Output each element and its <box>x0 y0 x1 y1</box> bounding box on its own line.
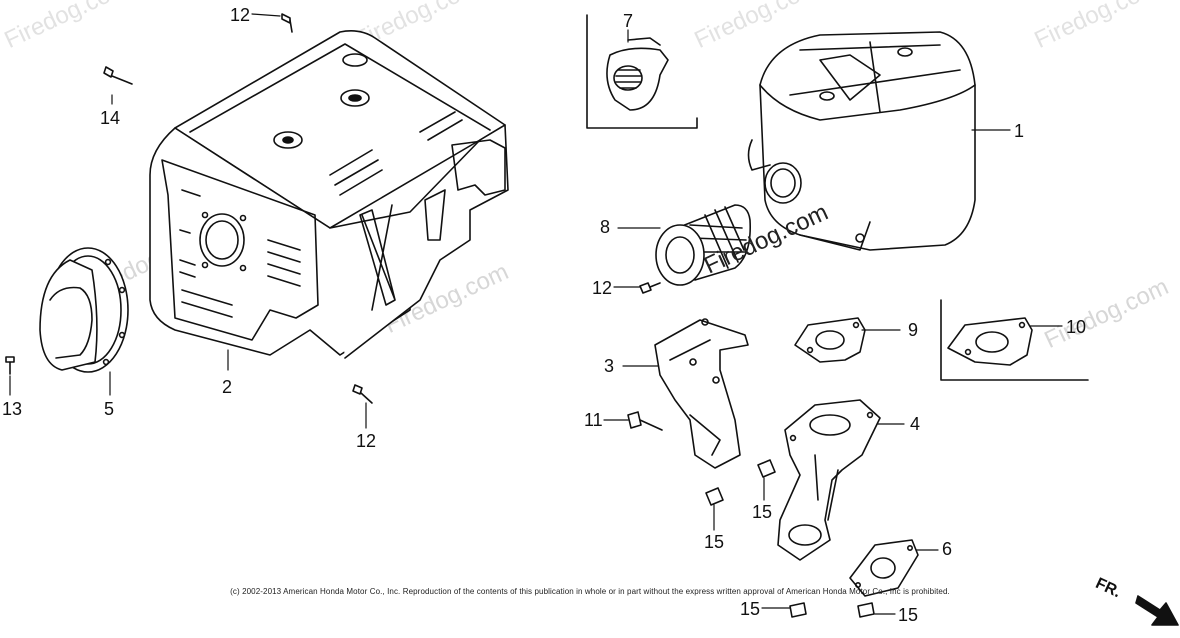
part-9-gasket <box>794 317 866 363</box>
part-10-gasket <box>940 299 1089 381</box>
part-8-tailpipe <box>655 204 752 286</box>
part-7-exhaust-pipe <box>586 14 698 129</box>
callout-15-c: 15 <box>740 599 761 619</box>
callout-9: 9 <box>908 320 919 340</box>
callout-8: 8 <box>600 217 611 237</box>
callout-13: 13 <box>2 399 23 419</box>
part-1-muffler <box>747 31 976 251</box>
callout-12-mid: 12 <box>356 431 377 451</box>
part-3-muffler-stay <box>654 318 749 469</box>
callout-7: 7 <box>623 11 634 31</box>
callout-2: 2 <box>222 377 233 397</box>
fasteners <box>5 13 875 618</box>
callout-12-top: 12 <box>230 5 251 25</box>
callout-15-a: 15 <box>752 502 773 522</box>
front-direction-arrow <box>1135 595 1179 626</box>
part-2-muffler-protector <box>149 30 509 359</box>
callout-10: 10 <box>1066 317 1087 337</box>
copyright-notice: (c) 2002-2013 American Honda Motor Co., … <box>230 587 950 596</box>
callout-15-b: 15 <box>704 532 725 552</box>
part-6-gasket <box>849 539 919 597</box>
callout-14: 14 <box>100 108 121 128</box>
callout-15-d: 15 <box>898 605 919 625</box>
callout-4: 4 <box>910 414 921 434</box>
callout-1: 1 <box>1014 121 1025 141</box>
callout-11: 11 <box>584 410 603 430</box>
part-4-exhaust-joint <box>777 399 881 561</box>
callout-12-right: 12 <box>592 278 613 298</box>
callout-3: 3 <box>604 356 615 376</box>
part-5-spark-arrester <box>39 247 129 373</box>
leader-lines <box>9 13 1063 615</box>
callout-6: 6 <box>942 539 953 559</box>
callout-5: 5 <box>104 399 115 419</box>
